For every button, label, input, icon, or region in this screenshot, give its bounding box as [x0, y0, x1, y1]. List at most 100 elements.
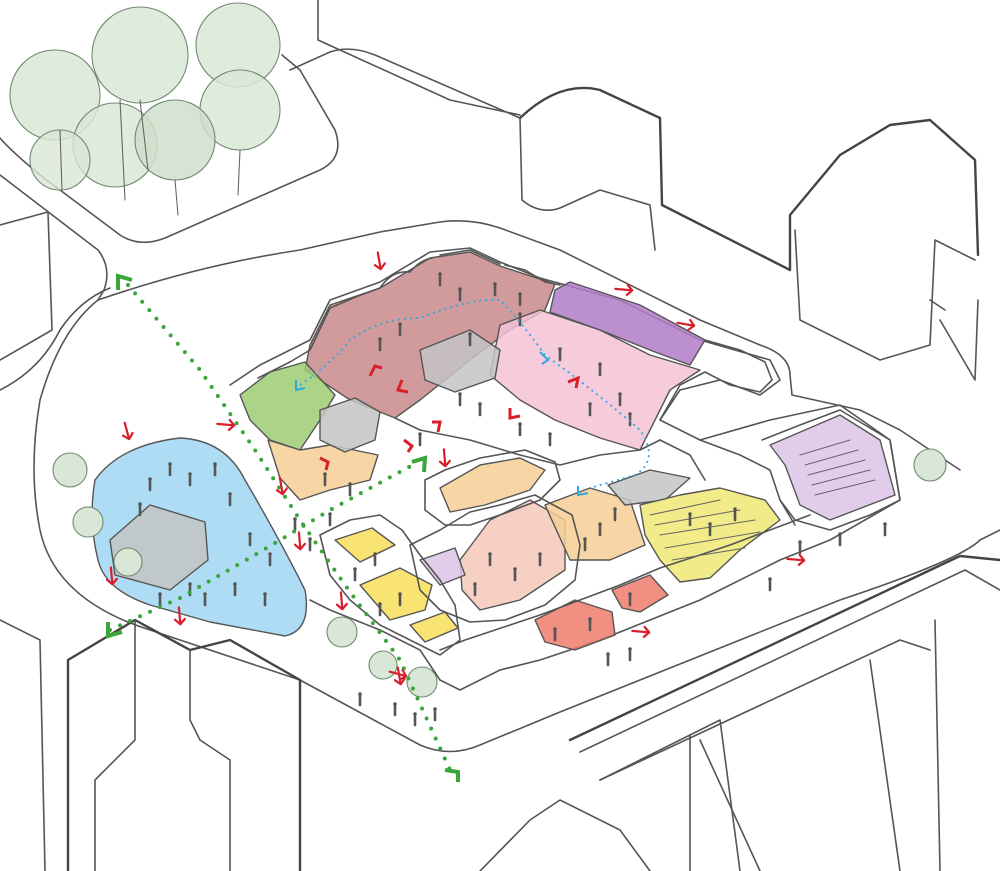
green-route-cross	[108, 460, 420, 632]
tree-icon	[913, 448, 947, 482]
person-icon	[378, 602, 382, 617]
person-icon	[203, 592, 207, 607]
person-icon	[158, 592, 162, 607]
tree-icon	[52, 452, 88, 488]
person-icon	[553, 627, 557, 642]
blue-corner-bracket-icon	[295, 380, 306, 392]
road-curb-left	[0, 174, 108, 301]
left-building	[0, 211, 53, 361]
person-icon	[538, 552, 542, 567]
person-icon	[418, 432, 422, 447]
person-icon	[468, 332, 472, 347]
person-icon	[493, 282, 497, 297]
green-route-diagonal	[126, 283, 452, 772]
red-corner-bracket-icon	[432, 420, 442, 433]
viaduct-edge	[579, 569, 1000, 781]
person-icon	[213, 462, 217, 477]
blue-corner-bracket-icon	[539, 351, 550, 365]
person-icon	[688, 512, 692, 527]
zone-grey-core	[419, 329, 501, 393]
red-arrow-icon	[121, 421, 134, 441]
tree-icon	[368, 650, 398, 680]
left-building-lower	[0, 287, 111, 391]
red-arrow-icon	[393, 666, 406, 686]
red-corner-bracket-icon	[403, 438, 415, 453]
zone-red-room-b	[611, 574, 669, 613]
wall-west-studios	[319, 514, 461, 656]
tree-icon	[134, 99, 216, 181]
person-icon	[628, 647, 632, 662]
programme-zones	[91, 251, 896, 651]
site-plate-outline	[229, 247, 901, 691]
blue-corner-bracket-icon	[577, 486, 589, 497]
person-icon	[458, 392, 462, 407]
person-icon	[458, 287, 462, 302]
person-icon	[433, 707, 437, 722]
blue-route-internal	[299, 298, 650, 489]
tree-icon	[91, 6, 189, 104]
person-icon	[598, 362, 602, 377]
wall-east-arcade	[659, 339, 773, 421]
green-corner-bracket-icon	[106, 622, 123, 639]
person-icon	[323, 472, 327, 487]
tower-top-right-a	[518, 86, 980, 272]
person-icon	[168, 462, 172, 477]
person-icon	[583, 537, 587, 552]
zone-grey-core-2	[319, 397, 381, 453]
zone-orange-entrance	[267, 439, 379, 501]
person-icon	[513, 567, 517, 582]
red-corner-bracket-icon	[395, 379, 409, 394]
bottom-right-building	[599, 719, 741, 871]
cinema-seating-rows	[799, 439, 876, 496]
person-icon	[188, 472, 192, 487]
person-icon	[248, 532, 252, 547]
person-icon	[378, 337, 382, 352]
tree-icon	[72, 506, 104, 538]
red-corner-bracket-icon	[567, 375, 581, 389]
red-arrow-icon	[786, 553, 806, 566]
viaduct-pier	[689, 619, 941, 871]
person-icon	[358, 692, 362, 707]
person-icon	[228, 492, 232, 507]
green-corner-bracket-icon	[411, 455, 428, 473]
interior-walls	[257, 249, 901, 656]
green-corner-bracket-icon	[444, 768, 460, 782]
red-arrow-icon	[275, 476, 288, 496]
person-icon	[293, 517, 297, 532]
red-corner-bracket-icon	[319, 456, 330, 471]
person-icon	[148, 477, 152, 492]
site-surround-curb	[33, 299, 1000, 753]
person-icon	[708, 522, 712, 537]
person-icon	[488, 552, 492, 567]
red-arrow-icon	[173, 606, 186, 626]
person-icon	[478, 402, 482, 417]
top-road-building	[317, 0, 521, 116]
bottom-left-building	[66, 618, 302, 871]
wall-central-hall	[409, 494, 581, 623]
person-icon	[628, 592, 632, 607]
person-icon	[348, 482, 352, 497]
person-icon	[518, 312, 522, 327]
bottom-center-roof	[479, 799, 651, 871]
zone-yellow-studio-a	[334, 527, 396, 563]
red-arrow-icon	[373, 251, 386, 271]
person-icon	[606, 652, 610, 667]
person-icon	[618, 392, 622, 407]
wall-east-wing	[659, 439, 796, 526]
red-corner-bracket-icon	[508, 408, 521, 420]
tower-right-facade	[929, 299, 979, 381]
person-icon	[138, 502, 142, 517]
bottom-left-building-inner	[94, 619, 231, 871]
wall-cinema	[761, 409, 901, 531]
person-icon	[518, 422, 522, 437]
top-road-curb	[289, 48, 521, 119]
person-icon	[628, 412, 632, 427]
corner-brackets	[106, 273, 589, 782]
viaduct-deck	[568, 554, 1000, 742]
zone-orange-auditorium	[439, 457, 546, 513]
person-icon	[798, 540, 802, 555]
person-icon	[768, 577, 772, 592]
